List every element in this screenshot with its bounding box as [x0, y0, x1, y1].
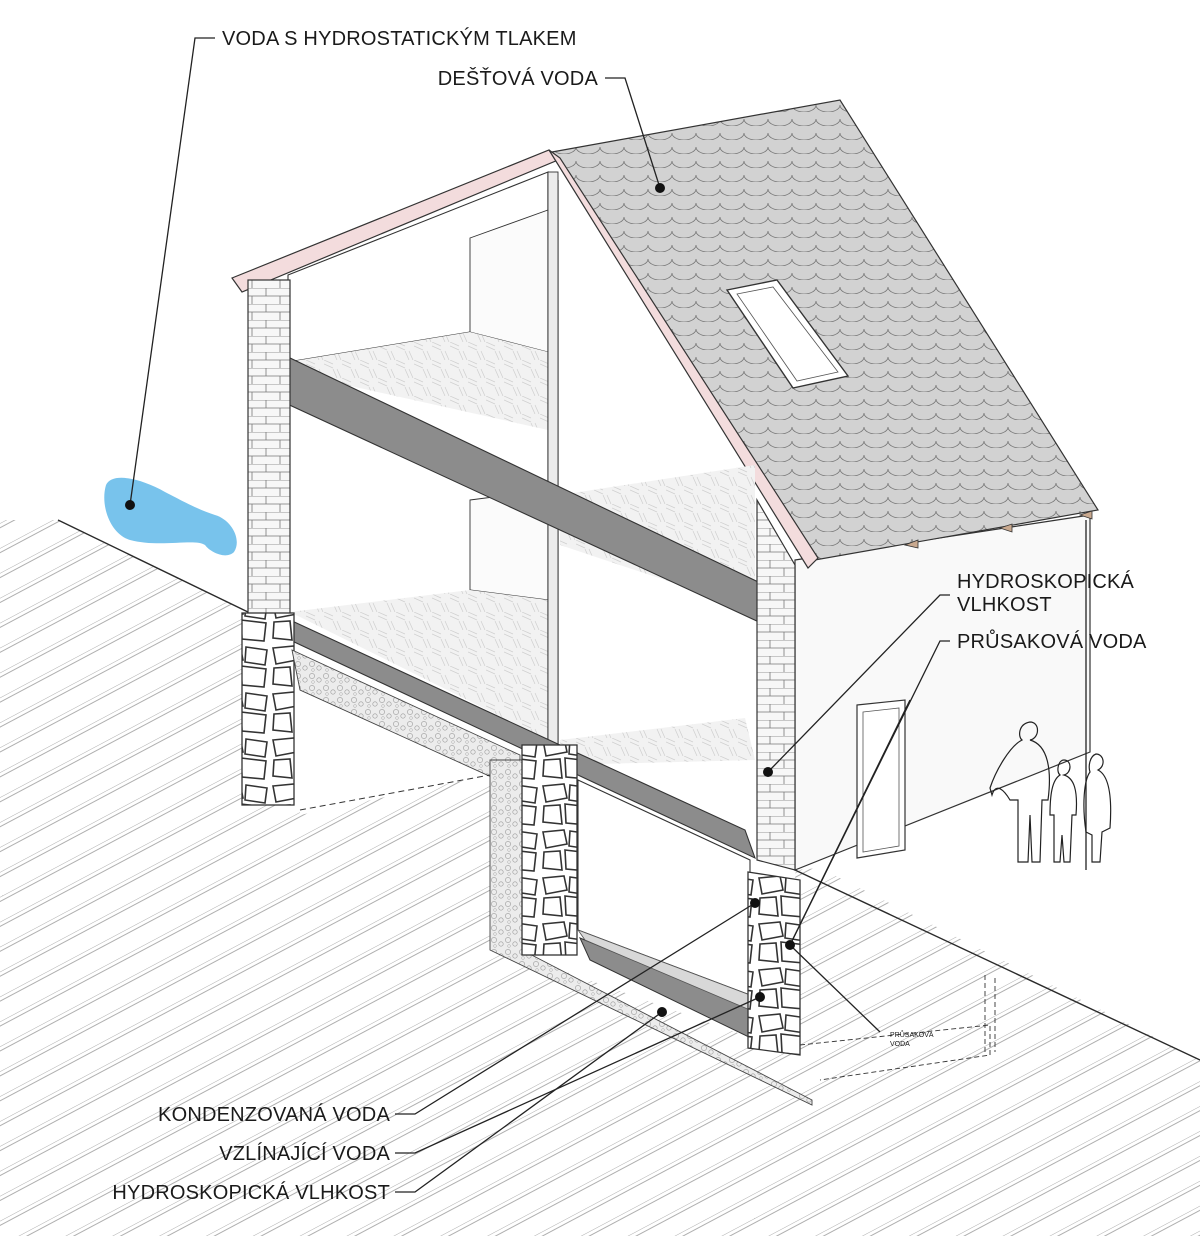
roof [231, 99, 1099, 569]
label-rising-water: VZLÍNAJÍCÍ VODA [219, 1142, 390, 1165]
ground [0, 519, 1200, 1236]
floor-beams [269, 357, 776, 1041]
brick-wall-left [247, 279, 291, 616]
people-silhouettes [989, 721, 1112, 863]
skylight [725, 279, 850, 389]
roof-trim-right [548, 149, 819, 569]
label-hygroscopic-bottom: HYDROSKOPICKÁ VLHKOST [112, 1181, 390, 1204]
foundations [241, 612, 996, 1106]
label-condensed-water: KONDENZOVANÁ VODA [158, 1103, 390, 1126]
label-hygroscopic-right-line1: HYDROSKOPICKÁ [957, 570, 1135, 593]
brick-wall-right [756, 497, 796, 871]
label-seepage-water: PRŮSAKOVÁ VODA [957, 629, 1147, 653]
leader-lines [129, 37, 1087, 1193]
marker-dots [125, 183, 795, 1017]
label-hydrostatic-water: VODA S HYDROSTATICKÝM TLAKEM [222, 27, 577, 50]
label-rain-water: DEŠŤOVÁ VODA [438, 67, 599, 90]
label-seepage-small-line2: VODA [890, 1041, 910, 1048]
water-puddle [104, 477, 237, 556]
label-seepage-small-line1: PRŮSAKOVÁ [890, 1030, 934, 1039]
label-hygroscopic-right-line2: VLHKOST [957, 594, 1052, 616]
